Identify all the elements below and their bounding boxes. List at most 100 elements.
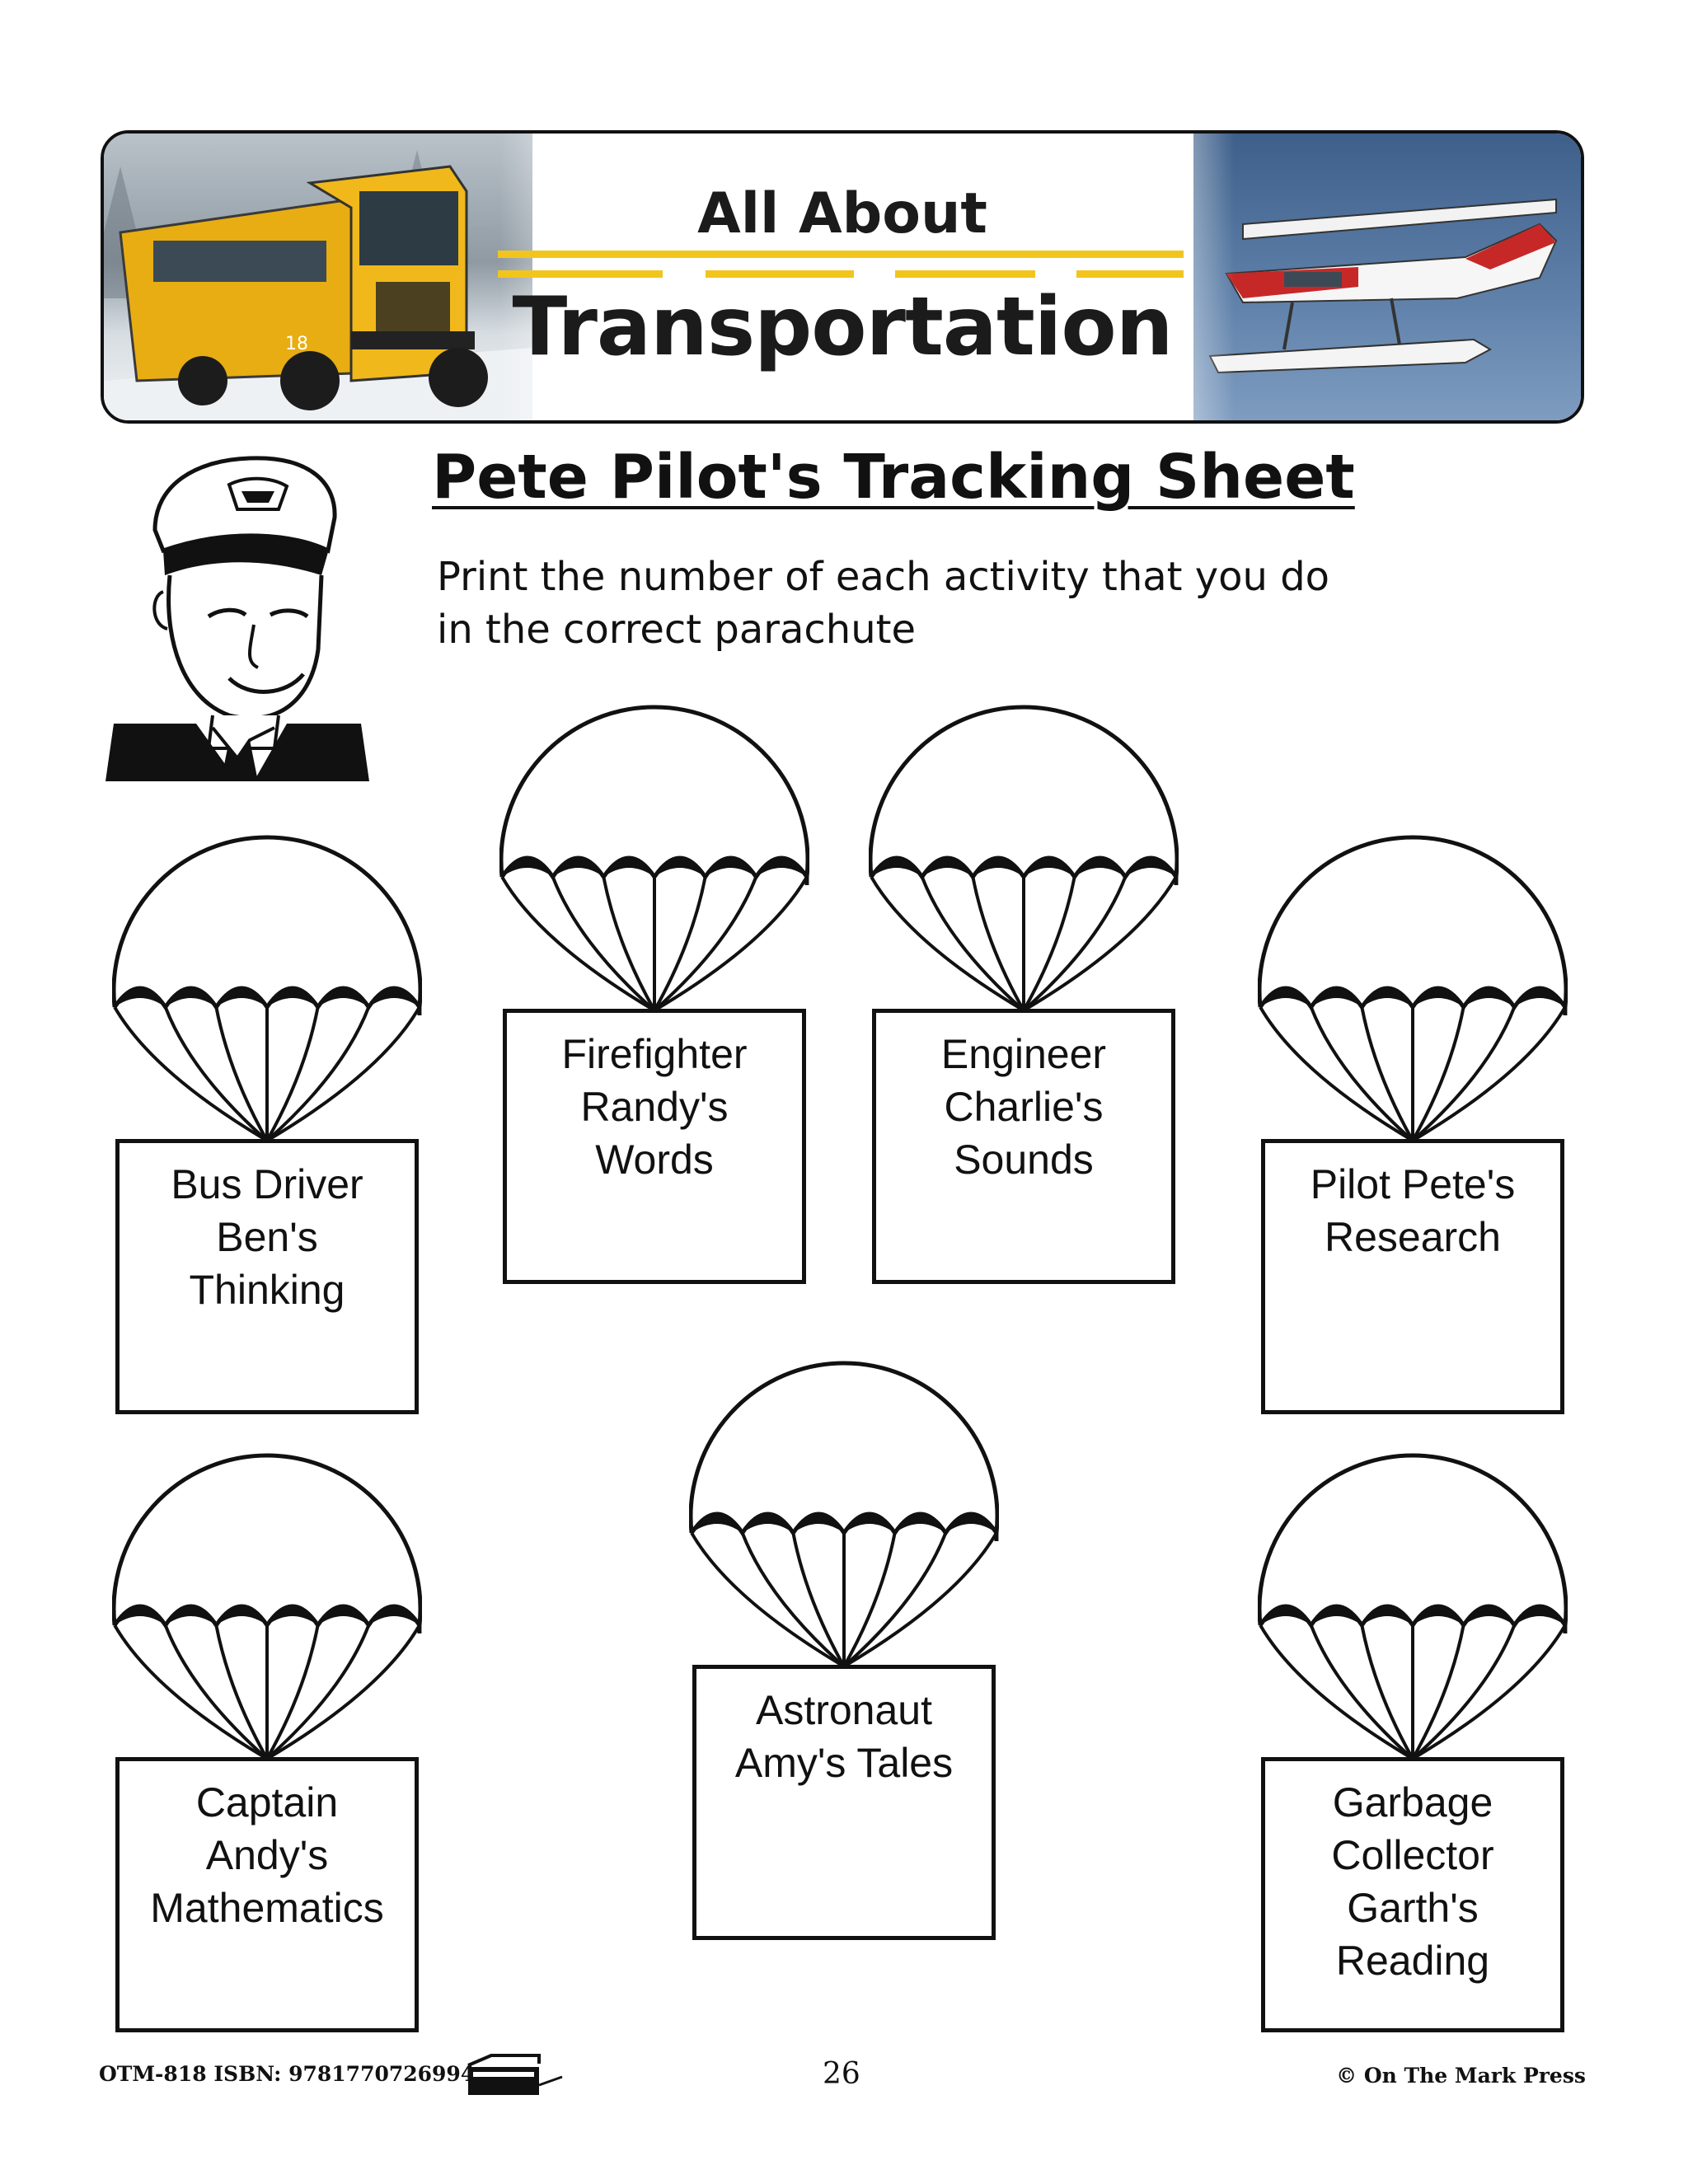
parachute-panel <box>1311 988 1362 1007</box>
parachute-line <box>1411 1624 1465 1760</box>
parachute-panel <box>317 1606 369 1625</box>
parachute-panel <box>216 988 267 1007</box>
parachute-label: Garbage Collector Garth's Reading <box>1331 1779 1494 1984</box>
parachute-box: Pilot Pete's Research <box>1261 1139 1564 1414</box>
road-dash <box>498 270 663 278</box>
instructions-line2: in the correct parachute <box>437 607 916 653</box>
parachute-icon <box>499 705 809 1012</box>
parachute-panel <box>1311 1606 1362 1625</box>
parachute-panel <box>552 858 604 877</box>
parachute-canopy <box>1258 1453 1568 1626</box>
parachute-panel <box>1514 1606 1565 1625</box>
parachute-box: Engineer Charlie's Sounds <box>872 1009 1175 1284</box>
parachute-panel <box>267 1606 318 1625</box>
parachute-label: Captain Andy's Mathematics <box>150 1779 384 1931</box>
parachute-line <box>653 876 758 1012</box>
parachute-icon <box>112 1453 422 1760</box>
parachute-line <box>265 1624 421 1760</box>
parachute-line <box>214 1624 269 1760</box>
parachute-line <box>971 876 1025 1011</box>
parachute-line <box>163 1624 269 1760</box>
parachute-firefighter: Firefighter Randy's Words <box>499 702 809 1286</box>
parachute-line <box>265 1624 371 1760</box>
parachute-line <box>113 1005 269 1142</box>
parachute-canopy <box>112 835 422 1008</box>
parachute-line <box>265 1006 320 1141</box>
parachute-canopy <box>869 705 1179 878</box>
parachute-line <box>653 876 707 1011</box>
parachute-panel <box>115 1606 166 1625</box>
parachute-panel <box>654 858 706 877</box>
parachute-icon <box>869 705 1179 1012</box>
seaplane-icon <box>1208 198 1558 374</box>
parachute-panel <box>705 858 757 877</box>
parachute-line <box>265 1006 371 1142</box>
parachute-line <box>265 1624 320 1760</box>
parachute-box: Bus Driver Ben's Thinking <box>115 1139 419 1414</box>
parachute-icon <box>1258 835 1568 1142</box>
parachute-panel <box>368 988 420 1007</box>
parachute-panel <box>165 988 217 1007</box>
parachute-panel <box>1260 988 1311 1007</box>
parachute-canopy <box>689 1361 999 1534</box>
parachute-bus-driver: Bus Driver Ben's Thinking <box>112 832 422 1416</box>
parachute-astronaut: Astronaut Amy's Tales <box>689 1358 999 1942</box>
parachute-panel <box>317 988 369 1007</box>
parachute-line <box>214 1006 269 1141</box>
parachute-line <box>500 875 656 1012</box>
pilot-illustration <box>106 456 369 781</box>
parachute-panel <box>1463 988 1515 1007</box>
parachute-label: Pilot Pete's Research <box>1310 1161 1516 1260</box>
parachute-panel <box>742 1514 794 1533</box>
parachute-label: Engineer Charlie's Sounds <box>940 1031 1107 1183</box>
parachute-line <box>791 1532 846 1667</box>
parachute-line <box>870 875 1025 1012</box>
parachute-icon <box>112 835 422 1142</box>
parachute-panel <box>603 858 654 877</box>
parachute-line <box>690 1531 846 1668</box>
title-banner: 18 All About Transportation <box>101 130 1584 424</box>
road-dash <box>895 270 1035 278</box>
parachute-line <box>1022 876 1076 1011</box>
parachute-label: Bus Driver Ben's Thinking <box>171 1161 363 1313</box>
parachute-panel <box>1362 1606 1413 1625</box>
page-title: Pete Pilot's Tracking Sheet <box>432 442 1355 513</box>
parachute-engineer: Engineer Charlie's Sounds <box>869 702 1179 1286</box>
parachute-line <box>842 1532 897 1667</box>
parachute-line <box>602 876 656 1011</box>
parachute-panel <box>844 1514 895 1533</box>
parachute-icon <box>1258 1453 1568 1760</box>
parachute-panel <box>165 1606 217 1625</box>
parachute-line <box>842 1532 948 1668</box>
parachute-garbage-collector: Garbage Collector Garth's Reading <box>1258 1451 1568 2034</box>
school-bus-icon: 18 <box>104 150 532 420</box>
parachute-canopy <box>1258 835 1568 1008</box>
parachute-line <box>1360 1006 1414 1141</box>
svg-text:18: 18 <box>285 334 308 354</box>
parachute-panel <box>1514 988 1565 1007</box>
parachute-captain: Captain Andy's Mathematics <box>112 1451 422 2034</box>
page-number: 26 <box>823 2057 860 2091</box>
parachute-box: Firefighter Randy's Words <box>503 1009 806 1284</box>
parachute-panel <box>692 1514 743 1533</box>
parachute-panel <box>756 858 807 877</box>
banner-title-line1: All About <box>697 181 987 246</box>
parachute-panel <box>1362 988 1413 1007</box>
parachute-panel <box>1125 858 1176 877</box>
parachute-label: Astronaut Amy's Tales <box>734 1687 954 1786</box>
parachute-panel <box>1024 858 1075 877</box>
instructions: Print the number of each activity that y… <box>437 551 1467 656</box>
parachute-line <box>1411 1005 1567 1142</box>
school-bus-photo: 18 <box>104 134 631 420</box>
parachute-line <box>1411 1624 1567 1760</box>
parachute-panel <box>1413 1606 1464 1625</box>
parachute-line <box>1411 1624 1517 1760</box>
parachute-line <box>1259 1005 1414 1142</box>
parachute-panel <box>216 1606 267 1625</box>
parachute-line <box>1259 1624 1414 1760</box>
parachute-panel <box>1413 988 1464 1007</box>
parachute-label: Firefighter Randy's Words <box>561 1031 748 1183</box>
parachute-line <box>1411 1006 1517 1142</box>
parachute-line <box>551 876 656 1012</box>
parachute-panel <box>945 1514 996 1533</box>
